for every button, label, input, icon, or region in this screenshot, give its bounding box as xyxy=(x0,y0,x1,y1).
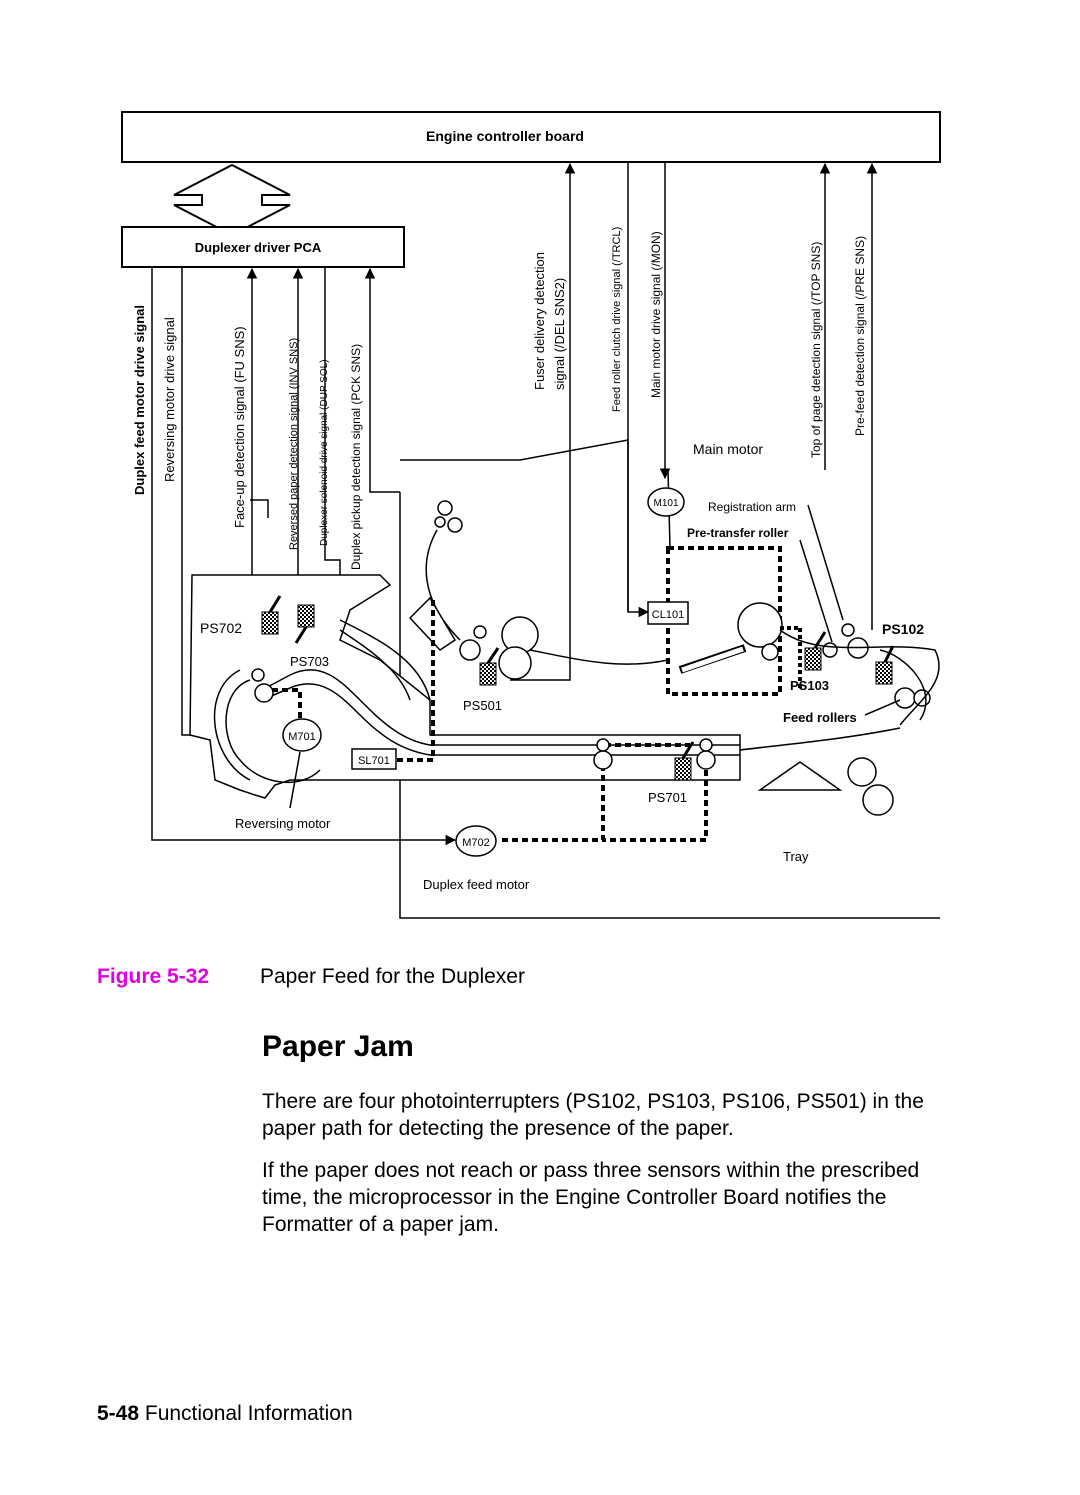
label-pre-transfer-roller: Pre-transfer roller xyxy=(687,526,789,540)
page-footer: 5-48 Functional Information xyxy=(97,1402,353,1426)
label-feed-rollers: Feed rollers xyxy=(783,710,857,725)
page-number: 5-48 xyxy=(97,1402,140,1425)
signal-top-sns: Top of page detection signal (/TOP SNS) xyxy=(809,242,823,458)
motor-m702: M702 xyxy=(455,825,497,857)
paragraph-photointerrupters: There are four photointerrupters (PS102,… xyxy=(262,1090,924,1140)
bidirectional-arrow-icon xyxy=(173,163,291,237)
clutch-cl101: CL101 xyxy=(647,601,689,625)
label-ps701: PS701 xyxy=(648,790,687,805)
signal-pck-sns: Duplex pickup detection signal (PCK SNS) xyxy=(349,344,363,570)
duplexer-driver-pca: Duplexer driver PCA xyxy=(121,226,405,268)
label-ps703: PS703 xyxy=(290,654,329,669)
figure-title: Paper Feed for the Duplexer xyxy=(260,965,525,988)
section-heading: Paper Jam xyxy=(262,1030,414,1063)
svg-text:CL101: CL101 xyxy=(652,609,684,621)
label-ps103: PS103 xyxy=(790,678,829,693)
signal-pre-sns: Pre-feed detection signal (/PRE SNS) xyxy=(853,236,867,436)
svg-text:M702: M702 xyxy=(462,837,490,849)
engine-controller-board: Engine controller board xyxy=(121,111,941,163)
signal-dup-sol: Duplexer solenoid drive signal (DUP SOL) xyxy=(319,359,330,546)
svg-text:M101: M101 xyxy=(653,498,678,509)
solenoid-sl701: SL701 xyxy=(351,748,397,770)
sensor-ps103 xyxy=(804,647,822,671)
signal-del-sns-line1: Fuser delivery detection xyxy=(532,252,547,390)
duplexer-paper-feed-diagram: Engine controller board Duplexer driver … xyxy=(121,111,941,919)
duplexer-pca-label: Duplexer driver PCA xyxy=(195,240,322,255)
sensor-ps102 xyxy=(875,661,893,685)
chapter-title: Functional Information xyxy=(144,1402,353,1425)
signal-del-sns-line2: signal (/DEL SNS2) xyxy=(552,278,567,390)
sensor-ps703 xyxy=(297,604,315,628)
paragraph-jam-detection: If the paper does not reach or pass thre… xyxy=(262,1159,920,1236)
signal-inv-sns: Reversed paper detection signal (INV SNS… xyxy=(288,338,300,550)
sensor-ps702 xyxy=(261,611,279,635)
label-reversing-motor: Reversing motor xyxy=(235,816,331,831)
signal-duplex-feed-motor: Duplex feed motor drive signal xyxy=(132,305,147,495)
sensor-ps501 xyxy=(479,662,497,686)
label-ps702: PS702 xyxy=(200,620,242,636)
label-tray: Tray xyxy=(783,849,809,864)
label-duplex-feed-motor: Duplex feed motor xyxy=(423,877,530,892)
figure-number: Figure 5-32 xyxy=(97,965,210,988)
svg-text:M701: M701 xyxy=(288,731,316,743)
signal-mon: Main motor drive signal (/MON) xyxy=(649,231,663,398)
figure-caption: Figure 5-32 Paper Feed for the Duplexer xyxy=(97,965,525,989)
motor-m101: M101 xyxy=(647,487,685,517)
label-ps102: PS102 xyxy=(882,621,924,637)
label-registration-arm: Registration arm xyxy=(708,500,796,514)
svg-text:SL701: SL701 xyxy=(358,755,390,767)
signal-trcl: Feed roller clutch drive signal (/TRCL) xyxy=(611,227,623,412)
label-ps501: PS501 xyxy=(463,698,502,713)
label-main-motor: Main motor xyxy=(693,441,763,457)
signal-fu-sns: Face-up detection signal (FU SNS) xyxy=(232,326,247,528)
sensor-ps701 xyxy=(674,757,692,781)
motor-m701: M701 xyxy=(282,718,322,752)
engine-board-label: Engine controller board xyxy=(426,128,584,144)
signal-reversing-motor: Reversing motor drive signal xyxy=(162,317,177,482)
